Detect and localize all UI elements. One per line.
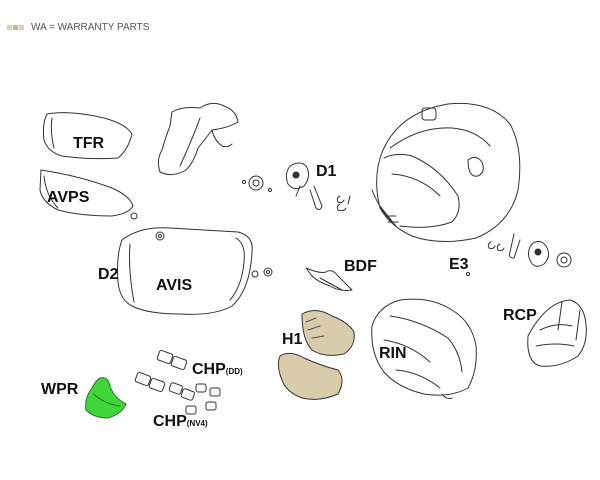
label-chp-dd: CHP(DD) — [192, 362, 243, 378]
label-bdf: BDF — [344, 258, 377, 275]
label-avps: AVPS — [47, 189, 90, 206]
label-chp-dd-sub: (DD) — [225, 367, 243, 376]
avis-part — [117, 227, 253, 315]
label-rcp: RCP — [503, 307, 537, 324]
chp-nv4-parts — [168, 382, 217, 415]
label-rin: RIN — [379, 345, 407, 362]
label-avis: AVIS — [156, 277, 193, 294]
label-d2: D2 — [98, 266, 119, 283]
avps-part — [39, 169, 134, 217]
rin-part — [371, 298, 477, 399]
label-wpr: WPR — [41, 381, 79, 398]
legend-swatches — [7, 22, 25, 33]
label-d1: D1 — [316, 163, 337, 180]
label-chp-nv4-main: CHP — [153, 413, 187, 430]
legend: WA = WARRANTY PARTS — [7, 22, 149, 33]
h1-part — [277, 310, 355, 400]
legend-text: WA = WARRANTY PARTS — [31, 22, 150, 33]
label-chp-dd-main: CHP — [192, 361, 226, 378]
helmet-body — [371, 102, 521, 243]
label-tfr: TFR — [73, 135, 105, 152]
rcp-part — [527, 299, 587, 367]
tfr-part — [42, 112, 133, 160]
label-h1: H1 — [282, 331, 303, 348]
breath-guard-part — [157, 102, 239, 176]
label-e3: E3 — [449, 256, 469, 273]
label-chp-nv4-sub: (NV4) — [186, 419, 208, 428]
d1-parts — [242, 162, 351, 212]
label-chp-nv4: CHP(NV4) — [153, 414, 208, 430]
wpr-part — [85, 377, 127, 419]
chp-dd-parts — [134, 349, 221, 397]
e3-parts — [466, 233, 572, 276]
bdf-part — [305, 267, 353, 291]
